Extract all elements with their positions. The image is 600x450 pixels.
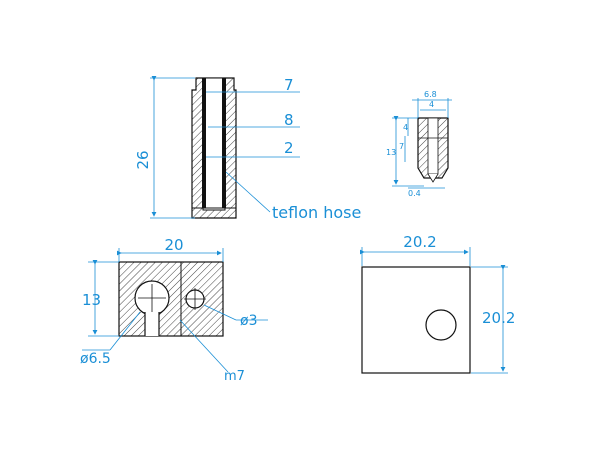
heater-thread-label: m7 bbox=[224, 369, 245, 384]
plate-view: 20.2 20.2 bbox=[360, 233, 515, 374]
throat-callout-7: 7 bbox=[284, 76, 294, 94]
nozzle-height-top: 4 bbox=[403, 123, 408, 132]
nozzle-height-total: 13 bbox=[386, 148, 396, 157]
teflon-hose-left bbox=[202, 78, 206, 208]
heater-block-view: 20 13 ø3 ø6.5 m7 bbox=[80, 236, 268, 384]
throat-callout-8: 8 bbox=[284, 111, 294, 129]
plate-body bbox=[361, 266, 471, 374]
plate-hole bbox=[425, 309, 457, 341]
teflon-hose-right bbox=[222, 78, 226, 208]
plate-width-label: 20.2 bbox=[403, 233, 436, 251]
nozzle-width-outer: 6.8 bbox=[424, 90, 437, 99]
nozzle-tip-label: 0.4 bbox=[408, 189, 421, 198]
plate-height-label: 20.2 bbox=[482, 309, 515, 327]
throat-bore bbox=[202, 77, 226, 211]
nozzle-height-mid: 7 bbox=[399, 142, 404, 151]
throat-callout-2: 2 bbox=[284, 139, 294, 157]
heater-height-label: 13 bbox=[82, 291, 101, 309]
nozzle-width-inner: 4 bbox=[429, 100, 434, 109]
heater-small-hole-label: ø3 bbox=[240, 313, 257, 329]
nozzle-bore bbox=[427, 117, 439, 175]
teflon-hose-label: teflon hose bbox=[272, 203, 361, 222]
throat-view: 26 7 8 2 teflon hose bbox=[134, 76, 361, 222]
throat-height-label: 26 bbox=[134, 150, 152, 169]
nozzle-view: 6.8 4 13 4 7 0.4 bbox=[386, 90, 452, 198]
heater-big-hole-label: ø6.5 bbox=[80, 351, 111, 367]
heater-width-label: 20 bbox=[164, 236, 183, 254]
